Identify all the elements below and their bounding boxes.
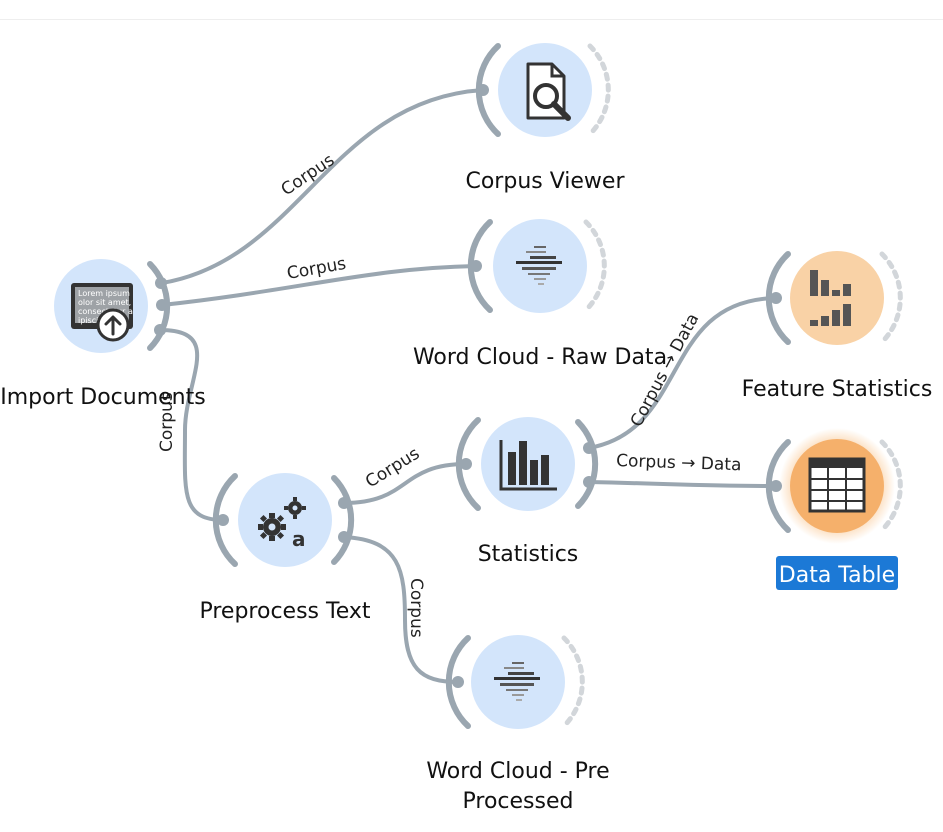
icon-text-line: ipiscing [78, 316, 108, 325]
canvas-top-border [0, 19, 943, 20]
selection-highlight [776, 556, 898, 590]
icon-text-line: olor sit amet, [78, 298, 131, 307]
link-preprocess-to-statistics[interactable]: Corpus [342, 444, 468, 505]
link-label: Corpus [406, 578, 426, 638]
link-statistics-to-feature-statistics[interactable]: Corpus → Data [587, 296, 778, 450]
link-label: Corpus [157, 392, 177, 452]
gears-text-icon: a [258, 497, 306, 551]
icon-text-line: Lorem ipsum [78, 289, 130, 298]
link-import-to-word-cloud-raw[interactable]: Corpus [160, 254, 478, 307]
node-label: Corpus Viewer [465, 169, 625, 194]
link-import-to-preprocess[interactable]: Corpus [157, 328, 225, 522]
link-label: Corpus → Data [627, 310, 703, 430]
icon-letter: a [292, 527, 306, 551]
link-statistics-to-data-table[interactable]: Corpus → Data [587, 451, 778, 488]
link-preprocess-to-word-cloud-pre[interactable]: Corpus [342, 535, 460, 684]
link-label: Corpus [362, 444, 423, 493]
node-corpus-viewer[interactable]: Corpus Viewer [465, 43, 625, 194]
feature-statistics-icon [810, 270, 851, 326]
node-preprocess-text[interactable]: a Preprocess Text [199, 473, 371, 624]
import-documents-icon: Lorem ipsum olor sit amet, consectetur a… [71, 283, 133, 342]
table-icon [808, 457, 866, 513]
node-word-cloud-raw-data[interactable]: Word Cloud - Raw Data [413, 219, 667, 370]
node-label: Data Table [779, 563, 895, 588]
node-label: Statistics [478, 542, 579, 567]
node-word-cloud-pre-processed[interactable]: Word Cloud - Pre Processed [426, 635, 610, 814]
node-feature-statistics[interactable]: Feature Statistics [742, 251, 933, 402]
node-label: Preprocess Text [199, 599, 370, 624]
node-label: Processed [463, 789, 574, 814]
bar-chart-icon [499, 440, 557, 491]
word-cloud-icon [494, 662, 540, 701]
node-label: Word Cloud - Raw Data [413, 345, 667, 370]
node-statistics[interactable]: Statistics [455, 417, 599, 567]
node-label: Feature Statistics [742, 377, 933, 402]
link-import-to-corpus-viewer[interactable]: Corpus [160, 88, 485, 285]
node-label: Word Cloud - Pre [426, 759, 609, 784]
word-cloud-icon [516, 246, 562, 285]
node-label: Import Documents [0, 385, 205, 410]
document-search-icon [526, 62, 571, 121]
link-label: Corpus → Data [616, 451, 742, 475]
node-import-documents[interactable]: Lorem ipsum olor sit amet, consectetur a… [0, 259, 206, 410]
node-data-table[interactable]: Data Table [765, 428, 903, 590]
